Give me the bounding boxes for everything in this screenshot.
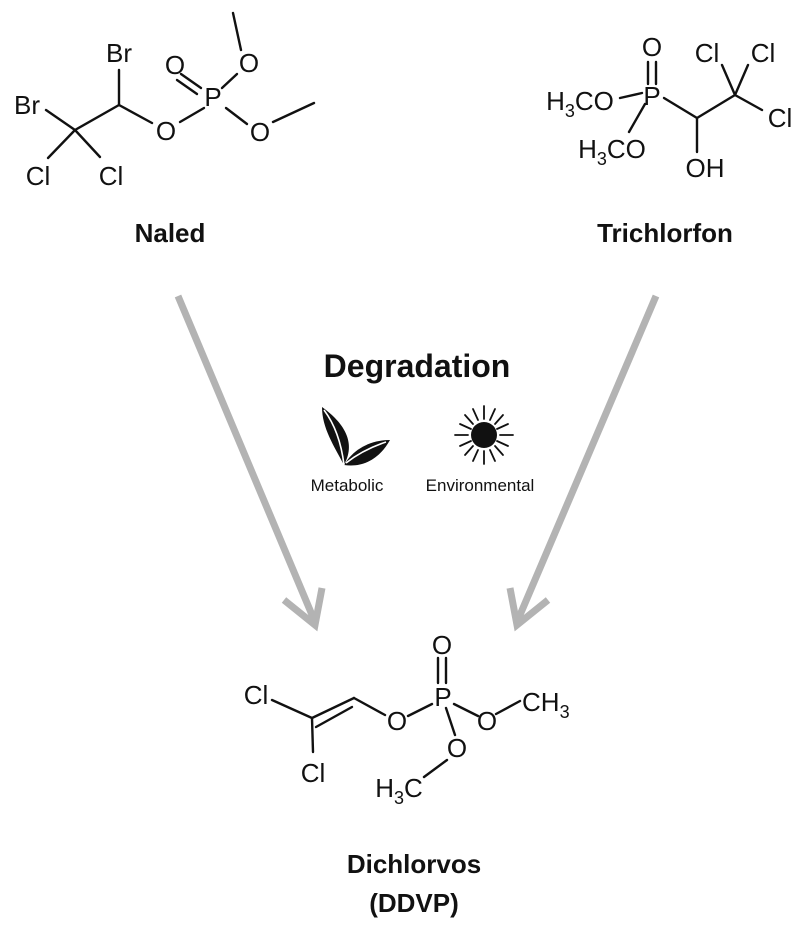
dichlorvos-atom-cl: Cl: [244, 680, 269, 710]
arrow-trichlorfon-to-dichlorvos: [506, 294, 660, 632]
dichlorvos-atom-o: O: [387, 706, 407, 736]
naled-atom-br: Br: [14, 90, 40, 120]
dichlorvos-group-ch3: CH3: [522, 687, 570, 722]
trichlorfon-atom-o: O: [642, 32, 662, 62]
pathway-label-metabolic: Metabolic: [311, 476, 384, 495]
trichlorfon-atom-cl: Cl: [768, 103, 793, 133]
naled-atom-o: O: [156, 116, 176, 146]
trichlorfon-name: Trichlorfon: [597, 218, 733, 248]
trichlorfon-group-h3co: H3CO: [546, 86, 614, 121]
trichlorfon-atom-p: P: [643, 81, 660, 111]
dichlorvos-abbreviation: (DDVP): [369, 888, 459, 918]
naled-atom-cl: Cl: [26, 161, 51, 191]
naled-atom-cl: Cl: [99, 161, 124, 191]
naled-name: Naled: [135, 218, 206, 248]
arrow-naled-to-dichlorvos: [174, 294, 326, 632]
dichlorvos-atom-o: O: [432, 630, 452, 660]
trichlorfon-group-oh: OH: [686, 153, 725, 183]
dichlorvos-structure: Cl Cl O P O O CH3 O H3C: [244, 630, 570, 808]
dichlorvos-atom-o: O: [477, 706, 497, 736]
dichlorvos-atom-o: O: [447, 733, 467, 763]
degradation-title: Degradation: [324, 348, 511, 384]
leaves-icon: [322, 407, 390, 466]
naled-atom-br: Br: [106, 38, 132, 68]
naled-atom-p: P: [204, 82, 221, 112]
dichlorvos-name: Dichlorvos: [347, 849, 481, 879]
trichlorfon-structure: H3CO H3CO P O Cl Cl Cl OH: [546, 32, 792, 183]
naled-atom-o: O: [165, 50, 185, 80]
sun-icon: [454, 405, 514, 465]
dichlorvos-group-h3c: H3C: [375, 773, 423, 808]
naled-atom-o: O: [250, 117, 270, 147]
trichlorfon-atom-cl: Cl: [695, 38, 720, 68]
dichlorvos-atom-p: P: [434, 682, 451, 712]
dichlorvos-atom-cl: Cl: [301, 758, 326, 788]
pathway-label-environmental: Environmental: [426, 476, 535, 495]
trichlorfon-atom-cl: Cl: [751, 38, 776, 68]
naled-structure: Br Br Cl Cl O P O O O: [14, 11, 316, 191]
trichlorfon-group-h3co: H3CO: [578, 134, 646, 169]
naled-atom-o: O: [239, 48, 259, 78]
